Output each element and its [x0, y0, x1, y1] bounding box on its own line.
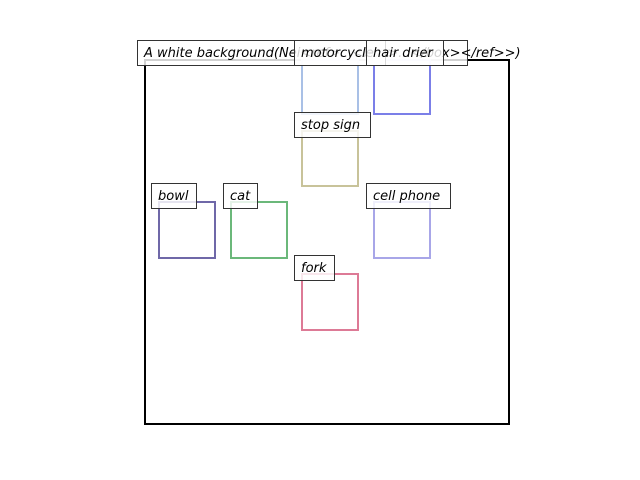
cat-box [230, 201, 288, 259]
cell-phone-label: cell phone [366, 183, 451, 209]
cat-label: cat [223, 183, 258, 209]
motorcycle-box [301, 59, 359, 115]
hair-drier-box [373, 59, 431, 115]
bowl-label: bowl [151, 183, 197, 209]
hair-drier-label: hair drier [366, 40, 444, 66]
fork-label: fork [294, 255, 335, 281]
stop-sign-label: stop sign [294, 112, 371, 138]
